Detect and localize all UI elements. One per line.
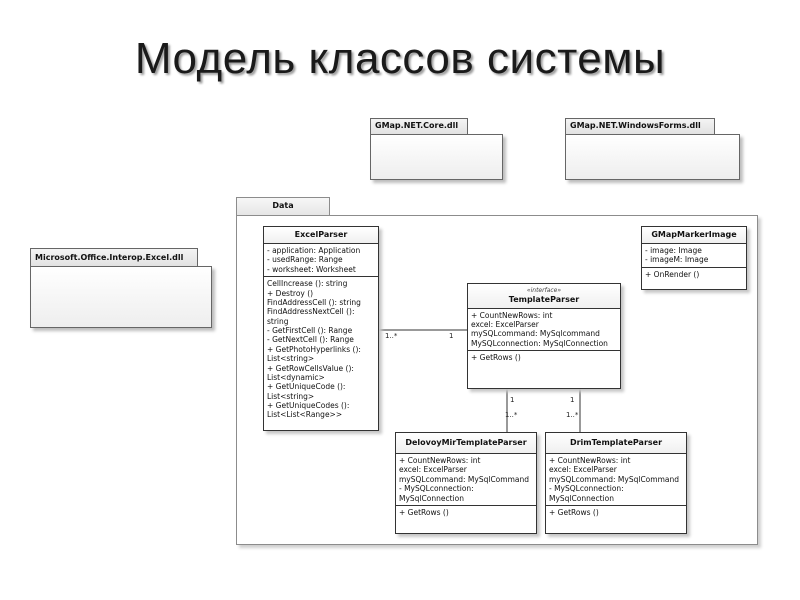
package-tab-office-excel: Microsoft.Office.Interop.Excel.dll — [30, 248, 198, 266]
class-stereotype: «interface» — [526, 287, 562, 294]
class-operation: + GetRows () — [399, 507, 449, 517]
class-attribute: mySQLcommand: MySqlCommand — [549, 474, 679, 484]
package-name: Data — [272, 201, 294, 210]
class-attribute: - application: Application — [267, 246, 361, 255]
class-attribute: excel: ExcelParser — [549, 465, 617, 475]
package-name: Microsoft.Office.Interop.Excel.dll — [35, 253, 184, 262]
class-operation: CellIncrease (): string — [267, 279, 348, 289]
slide-title: Модель классов системы — [134, 34, 666, 83]
class-operation: + GetUniqueCode (): List<string> — [267, 382, 346, 401]
multiplicity-label: 1 — [510, 396, 515, 404]
class-attribute: excel: ExcelParser — [471, 319, 539, 329]
class-name: TemplateParser — [508, 294, 580, 304]
package-name: GMap.NET.WindowsForms.dll — [570, 121, 701, 130]
class-attribute: mySQLcommand: MySqlcommand — [471, 329, 600, 339]
class-attribute: - usedRange: Range — [267, 255, 343, 265]
package-tab-gmap-winforms: GMap.NET.WindowsForms.dll — [565, 118, 715, 134]
class-attribute: - MySQLconnection: MySqlConnection — [399, 484, 474, 503]
class-operation: FindAddressCell (): string — [267, 297, 361, 307]
class-operation: + OnRender () — [645, 269, 700, 279]
class-attribute: + CountNewRows: int — [399, 456, 481, 465]
class-attributes: - application: Application - usedRange: … — [264, 244, 378, 276]
class-operation: - GetNextCell (): Range — [267, 335, 354, 345]
package-tab-gmap-core: GMap.NET.Core.dll — [370, 118, 468, 134]
class-attribute: excel: ExcelParser — [399, 465, 467, 475]
class-attribute: - MySQLconnection: MySqlConnection — [549, 484, 624, 503]
class-header: «interface» TemplateParser — [468, 284, 620, 309]
class-attribute: + CountNewRows: int — [471, 310, 553, 320]
class-delovoy-mir-template-parser: DelovoyMirTemplateParser + CountNewRows:… — [395, 432, 537, 534]
class-attributes: + CountNewRows: int excel: ExcelParser m… — [396, 454, 536, 505]
multiplicity-label: 1..* — [566, 411, 579, 419]
class-operations: + GetRows () — [396, 504, 536, 519]
class-operations: CellIncrease (): string + Destroy () Fin… — [264, 276, 378, 422]
class-template-parser: «interface» TemplateParser + CountNewRow… — [467, 283, 621, 389]
multiplicity-label: 1 — [449, 332, 454, 340]
multiplicity-label: 1..* — [505, 411, 518, 419]
class-attribute: + CountNewRows: int — [549, 456, 631, 465]
package-gmap-core — [370, 134, 503, 180]
class-operation: + GetPhotoHyperlinks (): List<string> — [267, 344, 361, 364]
class-operations: + GetRows () — [468, 350, 620, 364]
class-attributes: + CountNewRows: int excel: ExcelParser m… — [546, 454, 686, 505]
class-attribute: - image: Image — [645, 246, 702, 255]
class-name: GMapMarkerImage — [642, 227, 746, 244]
class-excel-parser: ExcelParser - application: Application -… — [263, 226, 379, 431]
class-name: DrimTemplateParser — [546, 433, 686, 454]
class-operation: - GetFirstCell (): Range — [267, 326, 353, 335]
class-operations: + OnRender () — [642, 266, 746, 281]
class-operation: + GetRows () — [471, 353, 521, 362]
package-name: GMap.NET.Core.dll — [375, 121, 459, 130]
class-gmap-marker-image: GMapMarkerImage - image: Image - imageM:… — [641, 226, 747, 290]
class-operation: + GetUniqueCodes (): List<List<Range>> — [267, 401, 350, 420]
class-attributes: + CountNewRows: int excel: ExcelParser m… — [468, 309, 620, 351]
class-operation: + Destroy () — [267, 288, 314, 298]
class-attribute: MySQLconnection: MySqlConnection — [471, 338, 608, 348]
class-attribute: - imageM: Image — [645, 255, 709, 265]
multiplicity-label: 1..* — [385, 332, 398, 340]
class-name: DelovoyMirTemplateParser — [396, 433, 536, 454]
class-operation: + GetRowCellsValue (): List<dynamic> — [267, 363, 354, 382]
class-drim-template-parser: DrimTemplateParser + CountNewRows: int e… — [545, 432, 687, 534]
package-gmap-winforms — [565, 134, 740, 180]
class-attribute: - worksheet: Worksheet — [267, 264, 356, 274]
multiplicity-label: 1 — [570, 396, 575, 404]
class-operations: + GetRows () — [546, 504, 686, 519]
package-tab-data: Data — [236, 197, 330, 215]
class-name: ExcelParser — [264, 227, 378, 244]
class-attribute: mySQLcommand: MySqlCommand — [399, 474, 529, 484]
package-office-excel — [30, 266, 212, 328]
class-attributes: - image: Image - imageM: Image — [642, 244, 746, 267]
class-operation: + GetRows () — [549, 507, 599, 517]
class-operation: FindAddressNextCell (): string — [267, 307, 355, 326]
